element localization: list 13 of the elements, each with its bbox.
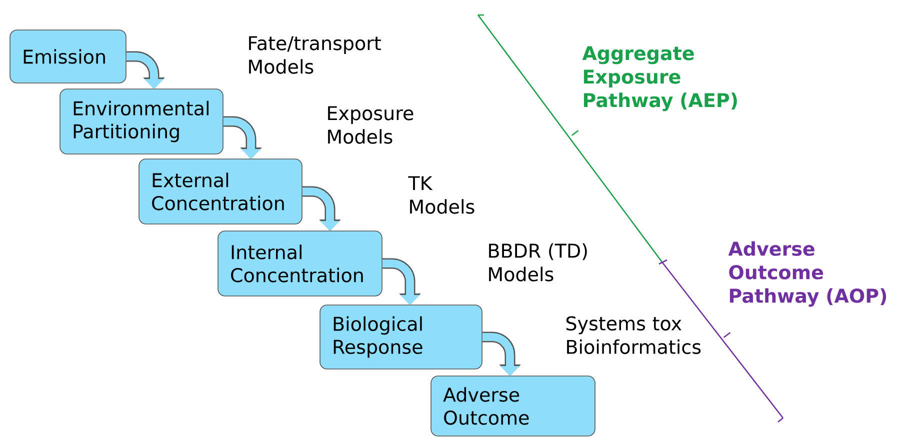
- model-label: Fate/transport Models: [249, 36, 381, 74]
- process-box: Internal Concentration: [218, 230, 382, 296]
- model-label: Exposure Models: [328, 106, 414, 144]
- process-box: External Concentration: [138, 158, 302, 224]
- pathway-label: Adverse Outcome Pathway (AOP): [728, 241, 886, 307]
- model-label: TK Models: [408, 176, 474, 214]
- pathway-label: Aggregate Exposure Pathway (AEP): [582, 46, 737, 112]
- process-box: Adverse Outcome: [430, 376, 596, 436]
- model-label: BBDR (TD) Models: [489, 243, 587, 282]
- process-box: Environmental Partitioning: [60, 88, 224, 154]
- process-box: Biological Response: [320, 304, 482, 370]
- model-label: Systems tox Bioinformatics: [566, 316, 701, 354]
- process-box: Emission: [10, 30, 126, 84]
